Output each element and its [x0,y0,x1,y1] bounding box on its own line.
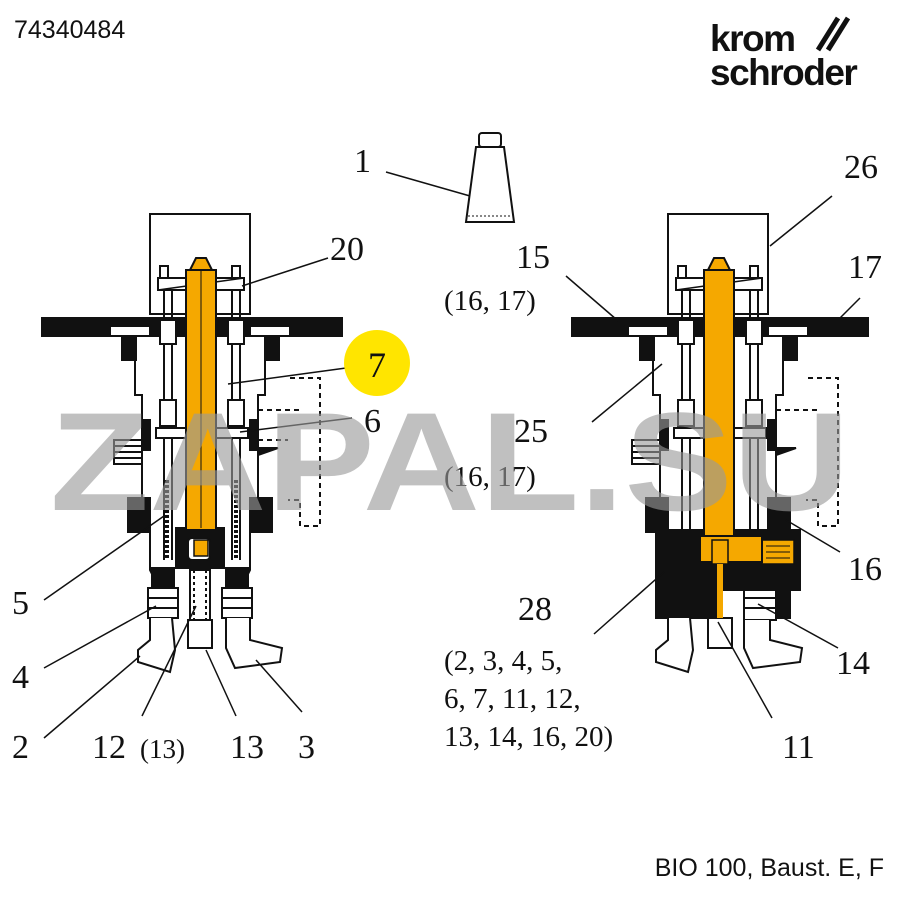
brand-logo: krom schroder [710,20,858,93]
label-part-4: 4 [12,659,29,696]
label-part-28-line-3: 13, 14, 16, 20) [444,721,613,753]
label-part-3: 3 [298,729,315,766]
label-part-1: 1 [354,143,371,180]
label-part-13: 13 [230,729,264,766]
label-part-16: 16 [848,551,882,588]
label-part-2: 2 [12,729,29,766]
logo-line-1: krom [710,18,796,59]
label-part-28-line-2: 6, 7, 11, 12, [444,683,581,715]
label-part-28: 28 [518,591,552,628]
label-part-26: 26 [844,149,878,186]
label-part-5: 5 [12,585,29,622]
label-part-25: 25 [514,413,548,450]
label-part-7: 7 [368,345,386,385]
watermark: ZAPAL.SU [50,383,850,540]
label-part-15-sub: (16, 17) [444,285,536,317]
label-part-20: 20 [330,231,364,268]
label-part-6: 6 [364,403,381,440]
label-part-25-sub: (16, 17) [444,461,536,493]
document-code: 74340484 [14,16,126,44]
leader-lines [43,171,861,739]
label-part-28-line-1: (2, 3, 4, 5, [444,645,562,677]
logo-line-2: schroder [710,52,858,93]
label-part-12: 12 [92,729,126,766]
ignition-rod-right [699,257,763,618]
ignition-rod-left [185,257,217,557]
label-part-15: 15 [516,239,550,276]
logo-slash-icon [815,16,850,52]
label-part-11: 11 [782,729,815,766]
highlight-badge [344,330,410,396]
model-designation: BIO 100, Baust. E, F [654,854,884,882]
label-part-17: 17 [848,249,882,286]
grease-tube-icon [464,132,516,223]
label-part-14: 14 [836,645,870,682]
label-part-12-sub: (13) [140,734,185,764]
